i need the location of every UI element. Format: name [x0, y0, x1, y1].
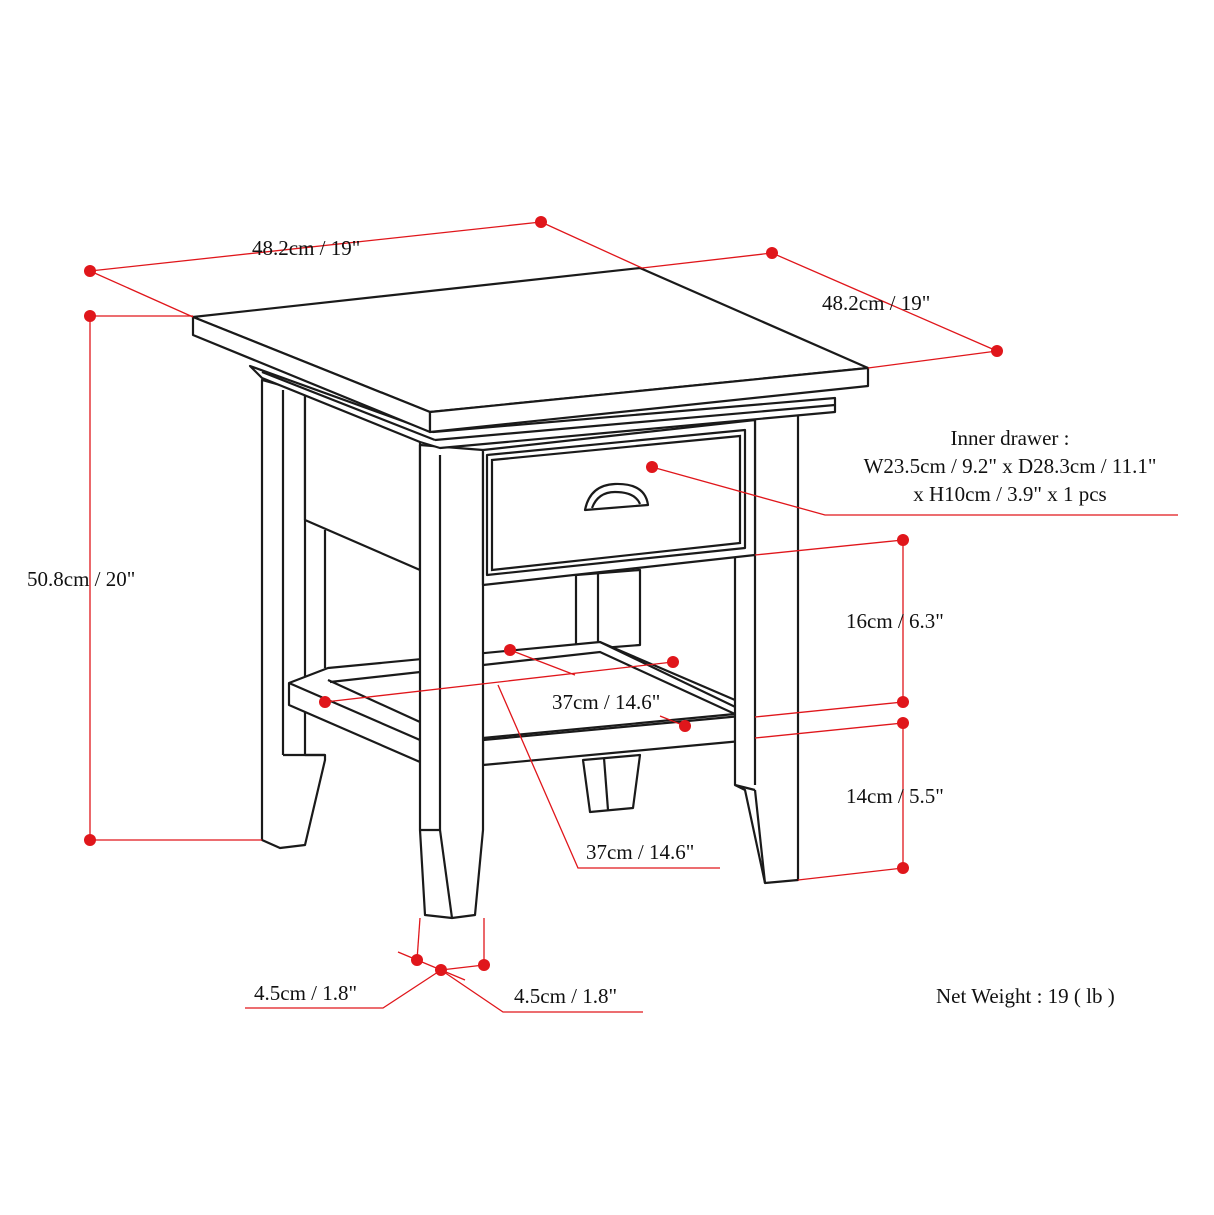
drawer-line-3: x H10cm / 3.9" x 1 pcs — [913, 482, 1107, 506]
leg-width-left-label: 4.5cm / 1.8" — [254, 981, 358, 1005]
drawer-line-2: W23.5cm / 9.2" x D28.3cm / 11.1" — [863, 454, 1157, 478]
front-corner-leg — [418, 443, 485, 920]
top-molding — [248, 364, 837, 450]
total-height-label: 50.8cm / 20" — [27, 567, 136, 591]
floor-clearance-label: 14cm / 5.5" — [846, 784, 944, 808]
bottom-shelf — [287, 640, 754, 767]
drawer-line-1: Inner drawer : — [950, 426, 1070, 450]
leg-width-right-label: 4.5cm / 1.8" — [514, 984, 618, 1008]
shelf-width-label: 37cm / 14.6" — [552, 690, 661, 714]
drawer-handle-icon — [583, 482, 650, 512]
dimension-dots — [84, 216, 1003, 976]
net-weight-label: Net Weight : 19 ( lb ) — [936, 984, 1115, 1008]
dimension-lines — [89, 221, 1178, 1013]
shelf-depth-label: 37cm / 14.6" — [586, 840, 695, 864]
top-width-label: 48.2cm / 19" — [252, 236, 361, 260]
back-right-leg — [574, 568, 642, 814]
inner-drawer-label: Inner drawer : W23.5cm / 9.2" x D28.3cm … — [820, 424, 1200, 508]
top-depth-label: 48.2cm / 19" — [822, 291, 931, 315]
shelf-clearance-label: 16cm / 6.3" — [846, 609, 944, 633]
